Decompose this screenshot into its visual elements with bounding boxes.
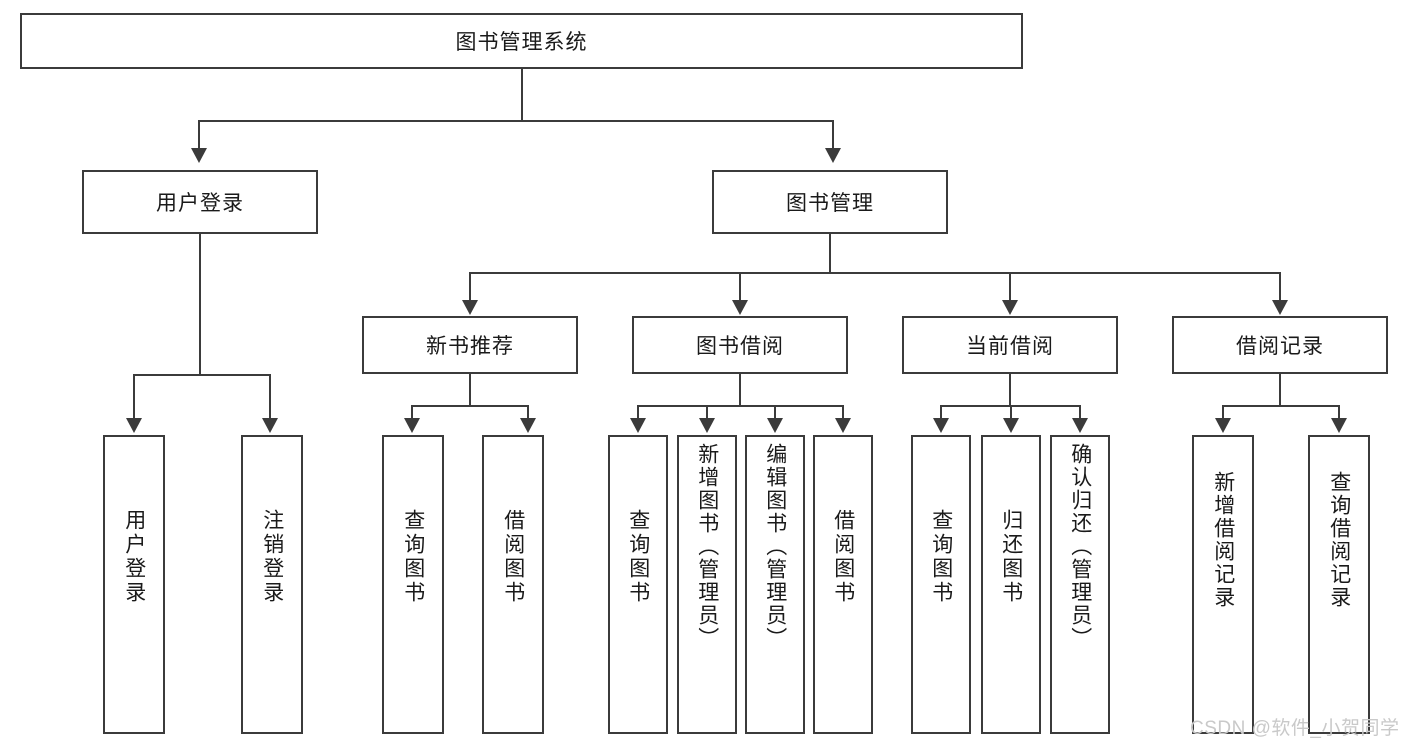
arrow-br-leaf-2: [1331, 418, 1347, 433]
node-root-label: 图书管理系统: [455, 31, 588, 54]
node-leaf-user-login-label: 用户登录: [122, 509, 146, 605]
node-book-management[interactable]: 图书管理: [712, 170, 948, 234]
connector-root-to-book-management: [832, 120, 834, 150]
connector-cb-drop-2: [1010, 405, 1012, 420]
node-leaf-query-book-3[interactable]: 查询图书: [911, 435, 971, 734]
node-leaf-logout-login-label: 注销登录: [260, 509, 284, 605]
arrow-cb-leaf-2: [1003, 418, 1019, 433]
arrow-bb-leaf-3: [767, 418, 783, 433]
arrow-bb-leaf-1: [630, 418, 646, 433]
node-leaf-query-book-1[interactable]: 查询图书: [382, 435, 444, 734]
connector-user-login-stem: [199, 234, 201, 375]
connector-nbr-stem: [469, 374, 471, 406]
connector-bb-drop-2: [706, 405, 708, 420]
connector-root-stem: [521, 69, 523, 121]
node-book-management-label: 图书管理: [786, 192, 874, 215]
node-leaf-add-book-label: 新增图书（管理员）: [695, 443, 719, 650]
node-leaf-query-book-2-label: 查询图书: [626, 509, 650, 605]
node-leaf-add-record-label: 新增借阅记录: [1211, 471, 1235, 609]
connector-root-bar: [198, 120, 834, 122]
connector-bb-drop-4: [842, 405, 844, 420]
node-leaf-return-book-label: 归还图书: [999, 509, 1023, 605]
node-leaf-confirm-return-label: 确认归还（管理员）: [1068, 443, 1092, 650]
arrow-root-to-user-login: [191, 148, 207, 163]
connector-book-management-bar: [469, 272, 1281, 274]
connector-bb-bar: [637, 405, 844, 407]
node-leaf-edit-book[interactable]: 编辑图书（管理员）: [745, 435, 805, 734]
arrow-nbr-leaf-2: [520, 418, 536, 433]
node-user-login[interactable]: 用户登录: [82, 170, 318, 234]
connector-root-to-user-login: [198, 120, 200, 150]
node-leaf-query-record[interactable]: 查询借阅记录: [1308, 435, 1370, 734]
connector-cb-stem: [1009, 374, 1011, 406]
connector-nbr-drop-1: [411, 405, 413, 420]
connector-cb-drop-3: [1079, 405, 1081, 420]
node-leaf-borrow-book-1-label: 借阅图书: [501, 509, 525, 605]
node-leaf-add-record[interactable]: 新增借阅记录: [1192, 435, 1254, 734]
node-borrow-record[interactable]: 借阅记录: [1172, 316, 1388, 374]
connector-cb-drop-1: [940, 405, 942, 420]
connector-bb-stem: [739, 374, 741, 406]
arrow-bm-to-borrow-record: [1272, 300, 1288, 315]
node-leaf-edit-book-label: 编辑图书（管理员）: [763, 443, 787, 650]
arrow-bm-to-current-borrow: [1002, 300, 1018, 315]
arrow-cb-leaf-1: [933, 418, 949, 433]
connector-user-login-drop-2: [269, 374, 271, 420]
arrow-bb-leaf-4: [835, 418, 851, 433]
connector-bm-drop-1: [469, 272, 471, 304]
arrow-user-login-leaf-1: [126, 418, 142, 433]
node-leaf-query-book-3-label: 查询图书: [929, 509, 953, 605]
csdn-watermark: CSDN @软件_小贺同学: [1190, 718, 1400, 739]
connector-br-bar: [1222, 405, 1339, 407]
node-current-borrow-label: 当前借阅: [966, 335, 1054, 358]
node-leaf-query-book-2[interactable]: 查询图书: [608, 435, 668, 734]
node-leaf-return-book[interactable]: 归还图书: [981, 435, 1041, 734]
connector-bm-drop-4: [1279, 272, 1281, 304]
arrow-cb-leaf-3: [1072, 418, 1088, 433]
connector-bb-drop-3: [774, 405, 776, 420]
node-leaf-query-book-1-label: 查询图书: [401, 509, 425, 605]
node-leaf-add-book[interactable]: 新增图书（管理员）: [677, 435, 737, 734]
node-current-borrow[interactable]: 当前借阅: [902, 316, 1118, 374]
node-leaf-logout-login[interactable]: 注销登录: [241, 435, 303, 734]
arrow-br-leaf-1: [1215, 418, 1231, 433]
node-user-login-label: 用户登录: [156, 192, 244, 215]
arrow-user-login-leaf-2: [262, 418, 278, 433]
node-new-book-recommend[interactable]: 新书推荐: [362, 316, 578, 374]
connector-bb-drop-1: [637, 405, 639, 420]
connector-nbr-bar: [411, 405, 528, 407]
node-leaf-user-login[interactable]: 用户登录: [103, 435, 165, 734]
node-root[interactable]: 图书管理系统: [20, 13, 1023, 69]
arrow-root-to-book-management: [825, 148, 841, 163]
node-leaf-borrow-book-1[interactable]: 借阅图书: [482, 435, 544, 734]
node-borrow-record-label: 借阅记录: [1236, 335, 1324, 358]
connector-br-stem: [1279, 374, 1281, 406]
node-leaf-query-record-label: 查询借阅记录: [1327, 471, 1351, 609]
node-leaf-borrow-book-2[interactable]: 借阅图书: [813, 435, 873, 734]
node-book-borrow-label: 图书借阅: [696, 335, 784, 358]
arrow-bb-leaf-2: [699, 418, 715, 433]
connector-nbr-drop-2: [527, 405, 529, 420]
arrow-bm-to-new-book-recommend: [462, 300, 478, 315]
arrow-nbr-leaf-1: [404, 418, 420, 433]
connector-user-login-bar: [133, 374, 269, 376]
node-new-book-recommend-label: 新书推荐: [426, 335, 514, 358]
connector-br-drop-2: [1338, 405, 1340, 420]
connector-bm-drop-3: [1009, 272, 1011, 304]
connector-br-drop-1: [1222, 405, 1224, 420]
node-book-borrow[interactable]: 图书借阅: [632, 316, 848, 374]
connector-user-login-drop-1: [133, 374, 135, 420]
arrow-bm-to-book-borrow: [732, 300, 748, 315]
node-leaf-confirm-return[interactable]: 确认归还（管理员）: [1050, 435, 1110, 734]
connector-bm-drop-2: [739, 272, 741, 304]
node-leaf-borrow-book-2-label: 借阅图书: [831, 509, 855, 605]
connector-book-management-stem: [829, 234, 831, 273]
